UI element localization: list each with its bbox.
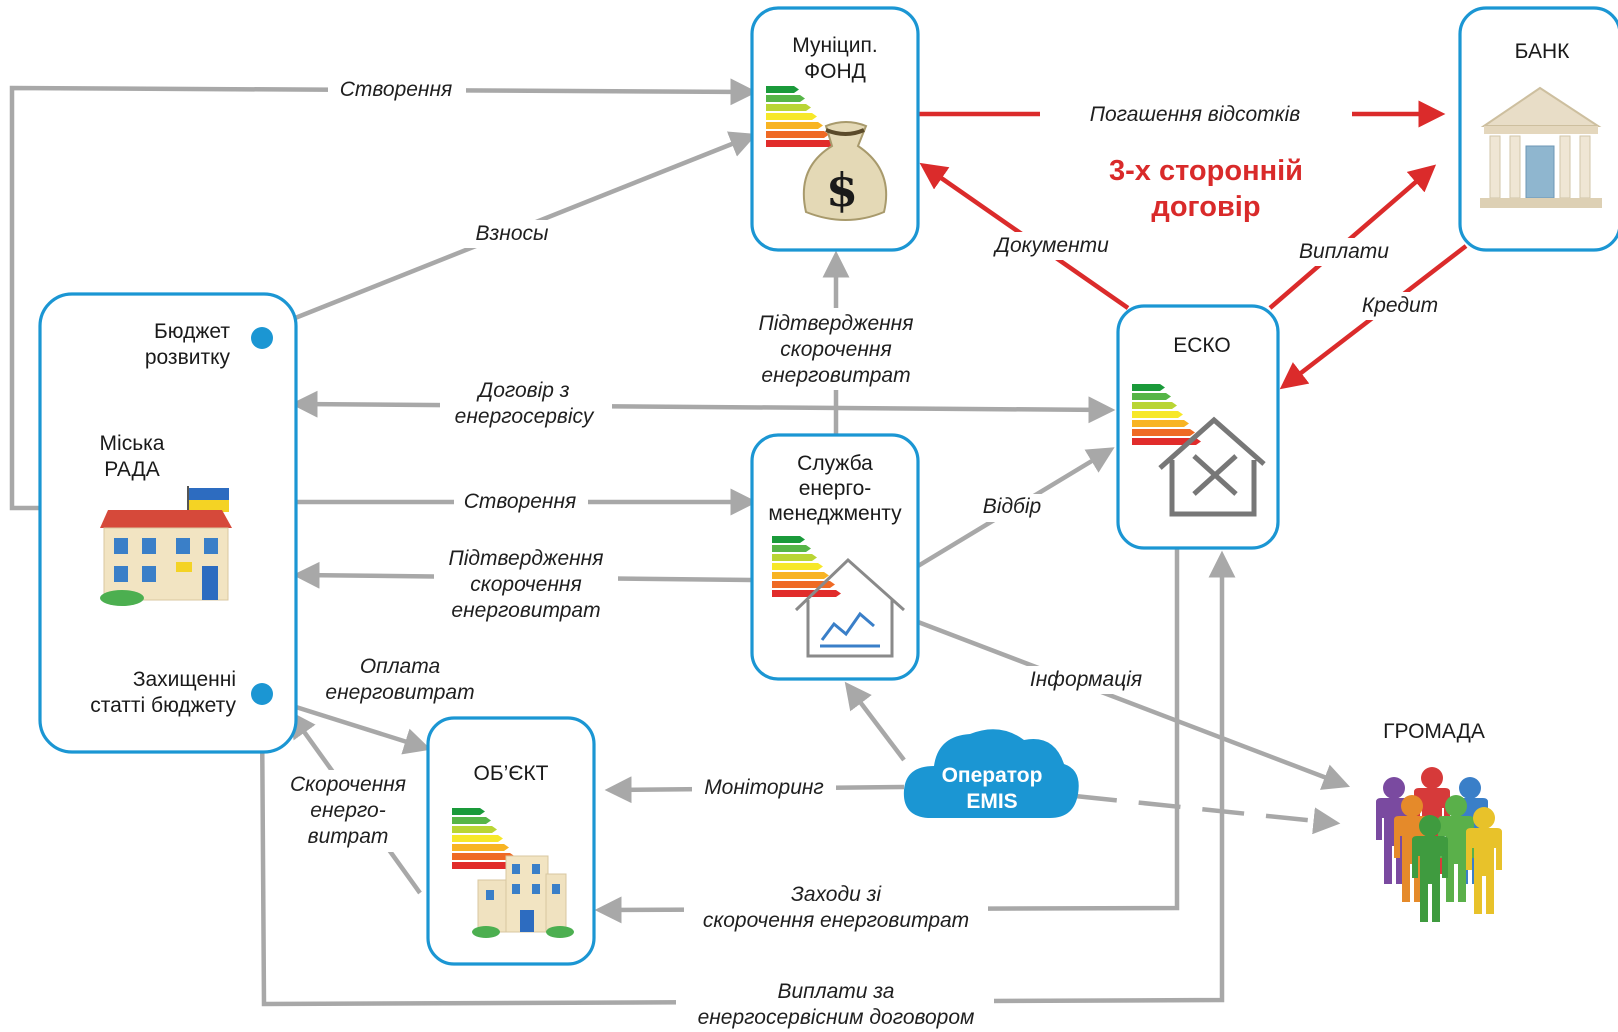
flow-label-contributions: Взносы: [476, 222, 550, 245]
node-community: ГРОМАДА: [1376, 720, 1502, 922]
node-object-title: ОБ’ЄКТ: [474, 762, 549, 785]
node-service: Служба енерго- менеджменту: [750, 433, 920, 681]
contract-label-line2: договір: [1151, 191, 1260, 223]
money-bag-icon: $: [802, 121, 888, 221]
node-fund-title-line2: ФОНД: [804, 60, 866, 83]
flow-label-confirm-fund-line1: Підтвердження: [759, 312, 914, 335]
flow-label-confirm-city-line3: енерговитрат: [451, 599, 600, 622]
flow-label-monitoring: Моніторинг: [704, 776, 824, 799]
node-esco: ЕСКО: [1116, 304, 1280, 550]
node-fund: Муніцип. ФОНД $: [750, 6, 920, 252]
flow-label-payment-energy-line2: енерговитрат: [325, 681, 474, 704]
flow-label-energy-service-contract-line1: Договір з: [476, 379, 569, 402]
flow-label-reduction-line1: Скорочення: [290, 773, 406, 796]
office-building-icon: [472, 855, 574, 938]
node-city-title-line2: РАДА: [104, 458, 160, 481]
svg-text:$: $: [826, 163, 858, 217]
flow-label-selection: Відбір: [983, 495, 1041, 518]
flow-label-creation-fund: Створення: [340, 78, 453, 101]
node-city-budget-dev-line1: Бюджет: [154, 320, 230, 343]
city-hall-icon: [100, 486, 232, 606]
node-city-protected-line1: Захищенні: [133, 668, 236, 691]
node-community-title: ГРОМАДА: [1383, 720, 1485, 743]
flow-label-credit: Кредит: [1362, 294, 1438, 317]
flow-line-information: [917, 619, 1351, 790]
budget-dev-dot: [251, 327, 273, 349]
node-bank: БАНК: [1458, 6, 1618, 252]
node-operator-title-line1: Оператор: [942, 764, 1043, 787]
flow-label-payments-contract-line2: енергосервісним договором: [698, 1006, 975, 1029]
node-service-title-line2: енерго-: [799, 477, 872, 500]
flow-label-information: Інформація: [1030, 668, 1142, 691]
flow-label-confirm-city-line2: скорочення: [470, 573, 581, 596]
flow-label-energy-service-contract-line2: енергосервісу: [455, 405, 595, 428]
flow-label-reduction-line2: енерго-: [310, 799, 385, 822]
flow-label-measures-line2: скорочення енерговитрат: [703, 909, 969, 932]
node-object: ОБ’ЄКТ: [426, 716, 596, 966]
flow-line-operator-service: [844, 681, 906, 762]
flow-line-operator-community: [1074, 793, 1341, 835]
flow-label-interest-repayment: Погашення відсотків: [1090, 103, 1300, 126]
node-city-title-line1: Міська: [100, 432, 165, 455]
node-operator-title-line2: EMIS: [966, 790, 1017, 813]
protected-budget-dot: [251, 683, 273, 705]
flow-label-creation-service: Створення: [464, 490, 577, 513]
flow-label-documents: Документи: [993, 234, 1109, 257]
esco-house-tools-icon: [1158, 416, 1266, 517]
node-esco-title: ЕСКО: [1173, 334, 1231, 357]
node-city: Бюджет розвитку Міська РАДА Захищенні ст…: [38, 292, 298, 754]
flow-label-confirm-fund-line2: скорочення: [780, 338, 891, 361]
flow-label-payments-contract-line1: Виплати за: [778, 980, 895, 1003]
flow-label-payments-bank: Виплати: [1299, 240, 1389, 263]
energy-monitor-house-icon: [794, 557, 905, 658]
flow-label-reduction-line3: витрат: [308, 825, 389, 848]
people-group-icon: [1376, 767, 1502, 922]
flow-line-payment-energy: [279, 699, 432, 755]
flow-label-confirm-fund-line3: енерговитрат: [761, 364, 910, 387]
flow-label-payment-energy-line1: Оплата: [360, 655, 440, 678]
node-service-title-line1: Служба: [797, 452, 873, 475]
bank-building-icon: [1480, 86, 1602, 208]
flow-label-measures-line1: Заходи зі: [791, 883, 882, 906]
node-city-budget-dev-line2: розвитку: [145, 346, 231, 369]
node-city-protected-line2: статті бюджету: [90, 694, 236, 717]
contract-label-line1: 3-х сторонній: [1109, 155, 1303, 187]
cloud-icon: [903, 729, 1079, 818]
flow-line-energy-service-contract: [290, 390, 1116, 424]
flow-label-confirm-city-line1: Підтвердження: [449, 547, 604, 570]
node-fund-title-line1: Муніцип.: [792, 34, 877, 57]
node-bank-title: БАНК: [1515, 40, 1570, 63]
node-service-title-line3: менеджменту: [768, 502, 902, 525]
node-operator: Оператор EMIS: [903, 729, 1079, 818]
